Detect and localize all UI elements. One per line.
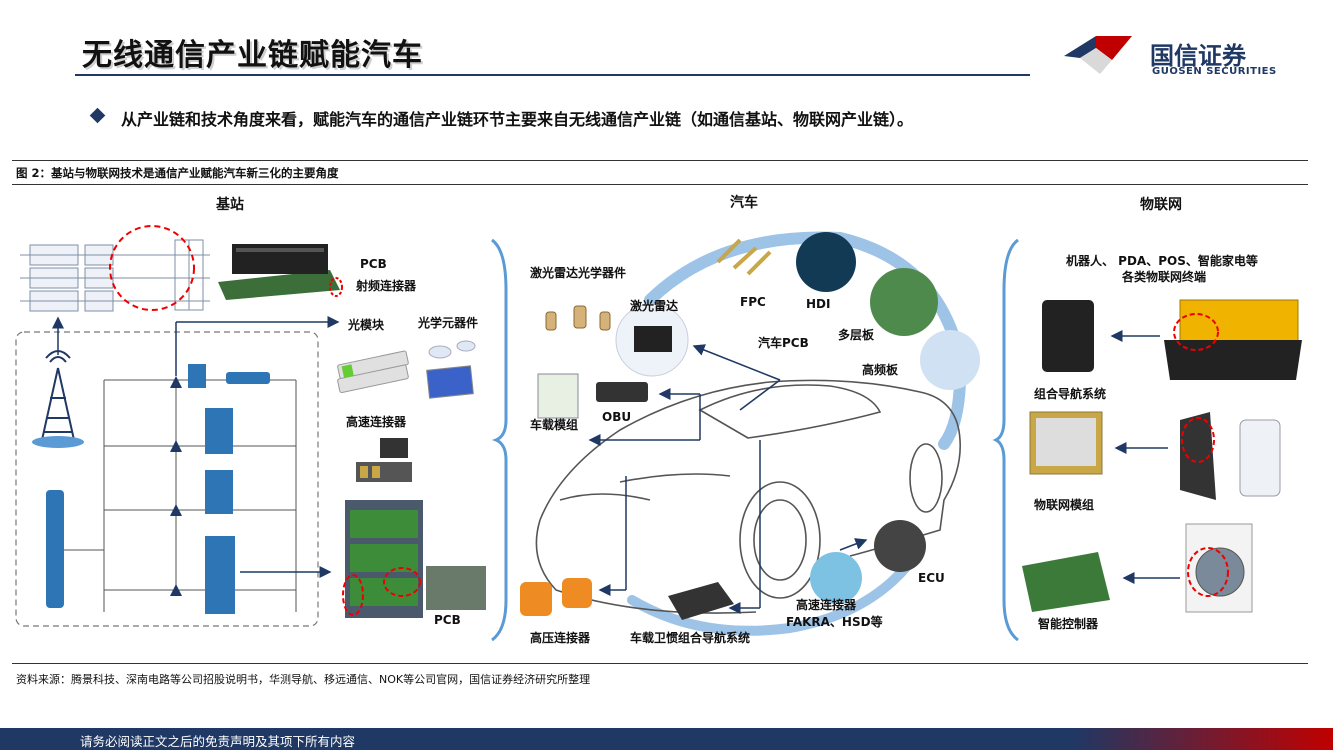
label-pcb-top: PCB bbox=[360, 257, 387, 271]
source-note: 资料来源：腾景科技、深南电路等公司招股说明书，华测导航、移远通信、NOK等公司官… bbox=[16, 671, 590, 687]
vehicle-module-icon bbox=[538, 374, 578, 418]
pcb-board-icon bbox=[426, 566, 486, 610]
robot-icon bbox=[1164, 300, 1302, 380]
label-obu: OBU bbox=[602, 410, 631, 424]
label-nav-system: 车载卫惯组合导航系统 bbox=[630, 629, 750, 646]
heading-base-station: 基站 bbox=[216, 194, 244, 214]
label-vehicle-module: 车载模组 bbox=[530, 416, 578, 433]
label-optical-elements: 光学元器件 bbox=[418, 314, 478, 331]
label-iot-terminals: 各类物联网终端 bbox=[1122, 268, 1206, 285]
controller-board-icon bbox=[1022, 552, 1110, 612]
base-pcb-board bbox=[218, 244, 340, 300]
rf-schematic bbox=[20, 240, 210, 311]
label-auto-pcb: 汽车PCB bbox=[758, 334, 809, 351]
tower-icon bbox=[32, 351, 84, 448]
label-hf-board: 高频板 bbox=[862, 361, 898, 378]
label-rf-connector: 射频连接器 bbox=[356, 277, 416, 294]
equipment-cabinets bbox=[188, 364, 270, 614]
figure-bottom-rule bbox=[12, 663, 1308, 664]
label-fpc: FPC bbox=[740, 295, 766, 309]
footer-accent bbox=[1073, 728, 1333, 750]
antenna-panel-icon bbox=[46, 490, 64, 608]
label-hv-connector: 高压连接器 bbox=[530, 629, 590, 646]
lidar-optics-icon bbox=[546, 306, 610, 330]
label-iot-module: 物联网模组 bbox=[1034, 496, 1094, 513]
optical-elements-icon bbox=[427, 341, 475, 398]
label-multilayer: 多层板 bbox=[838, 326, 874, 343]
label-pcb-bottom: PCB bbox=[434, 613, 461, 627]
server-rack-icon bbox=[345, 500, 423, 618]
label-combined-nav: 组合导航系统 bbox=[1034, 385, 1106, 402]
pos-icon bbox=[1240, 420, 1280, 496]
hdi-icon bbox=[796, 232, 856, 292]
label-hs-connector: 高速连接器 bbox=[796, 596, 856, 613]
heading-iot: 物联网 bbox=[1140, 194, 1182, 214]
right-brace bbox=[996, 240, 1018, 640]
heading-car: 汽车 bbox=[730, 192, 758, 212]
label-optical-module: 光模块 bbox=[348, 316, 384, 333]
label-iot-devices: 机器人、 PDA、POS、智能家电等 bbox=[1066, 252, 1258, 269]
obu-icon bbox=[596, 382, 648, 402]
label-ecu: ECU bbox=[918, 571, 945, 585]
label-hdi: HDI bbox=[806, 297, 830, 311]
nav-box-icon bbox=[1042, 300, 1094, 372]
label-high-speed-connector: 高速连接器 bbox=[346, 413, 406, 430]
ecu-icon bbox=[874, 520, 926, 572]
high-speed-connector-icon bbox=[356, 438, 412, 482]
optical-module-icon bbox=[337, 351, 408, 393]
hf-board-icon bbox=[920, 330, 980, 390]
footer-disclaimer: 请务必阅读正文之后的免责声明及其项下所有内容 bbox=[80, 731, 355, 750]
label-fakra-hsd: FAKRA、HSD等 bbox=[786, 613, 883, 630]
label-lidar: 激光雷达 bbox=[630, 297, 678, 314]
nav-system-icon bbox=[668, 582, 734, 620]
label-lidar-optics: 激光雷达光学器件 bbox=[530, 264, 626, 281]
hv-connector-icon bbox=[520, 578, 592, 616]
left-brace bbox=[492, 240, 506, 640]
multilayer-board-icon bbox=[870, 268, 938, 336]
label-smart-controller: 智能控制器 bbox=[1038, 615, 1098, 632]
